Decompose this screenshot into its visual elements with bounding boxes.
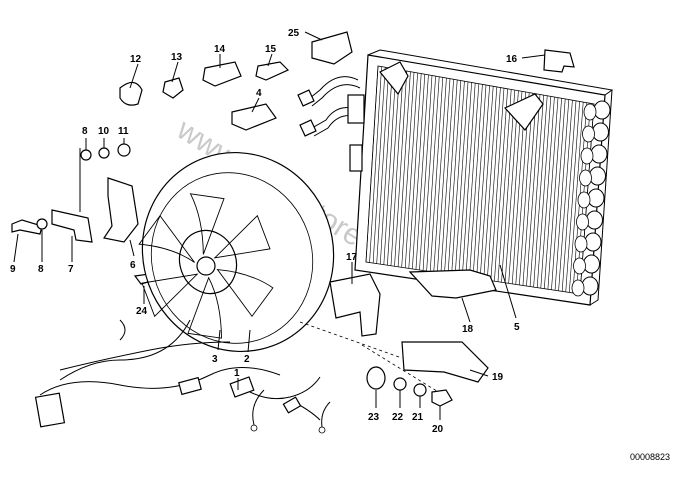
wiring-harness: [34, 319, 331, 434]
callout-7: 7: [68, 264, 74, 275]
callout-2: 2: [244, 354, 250, 365]
bracket-18: [408, 269, 497, 299]
grommet-23: [366, 366, 386, 390]
fan-blades: [138, 193, 274, 339]
bracket-25: [311, 31, 353, 65]
nut-11: [117, 143, 131, 157]
nut-20: [431, 389, 453, 407]
callout-4: 4: [256, 88, 262, 99]
bracket-19: [401, 341, 489, 383]
washer-10: [98, 147, 110, 159]
callout-15: 15: [265, 44, 277, 55]
callout-18: 18: [462, 324, 474, 335]
clip-12: [119, 81, 143, 106]
bracket-6: [103, 177, 139, 243]
callout-23: 23: [368, 412, 380, 423]
callout-14: 14: [214, 44, 226, 55]
callout-1: 1: [234, 368, 240, 379]
bracket-7: [51, 209, 93, 243]
callout-16: 16: [506, 54, 518, 65]
callout-21: 21: [412, 412, 424, 423]
callout-19: 19: [492, 372, 504, 383]
clip-13: [162, 77, 184, 99]
callout-3: 3: [212, 354, 218, 365]
callout-20: 20: [432, 424, 444, 435]
callout-8-top: 8: [82, 126, 88, 137]
callout-8-bottom: 8: [38, 264, 44, 275]
callout-22: 22: [392, 412, 404, 423]
leader-lines: [13, 31, 546, 420]
callout-6: 6: [130, 260, 136, 271]
condenser: [297, 49, 614, 306]
bracket-17: [329, 273, 381, 337]
callout-12: 12: [130, 54, 142, 65]
clip-15: [255, 61, 290, 81]
callout-25: 25: [288, 28, 300, 39]
clip-14: [202, 61, 242, 87]
washer-22: [393, 377, 407, 391]
bolt-9: [11, 219, 43, 235]
callout-24: 24: [136, 306, 148, 317]
condenser-tube-bends: [571, 100, 611, 297]
bracket-16: [543, 49, 575, 73]
callout-9: 9: [10, 264, 16, 275]
callout-10: 10: [98, 126, 110, 137]
clip-4: [231, 103, 277, 131]
callout-13: 13: [171, 52, 183, 63]
washer-8a: [80, 149, 92, 161]
diagram-code: 00008823: [630, 452, 670, 462]
callout-17: 17: [346, 252, 358, 263]
washer-8b: [36, 218, 48, 230]
washer-21: [413, 383, 427, 397]
electric-fan: [138, 151, 335, 353]
callout-5: 5: [514, 322, 520, 333]
callout-11: 11: [118, 126, 129, 137]
